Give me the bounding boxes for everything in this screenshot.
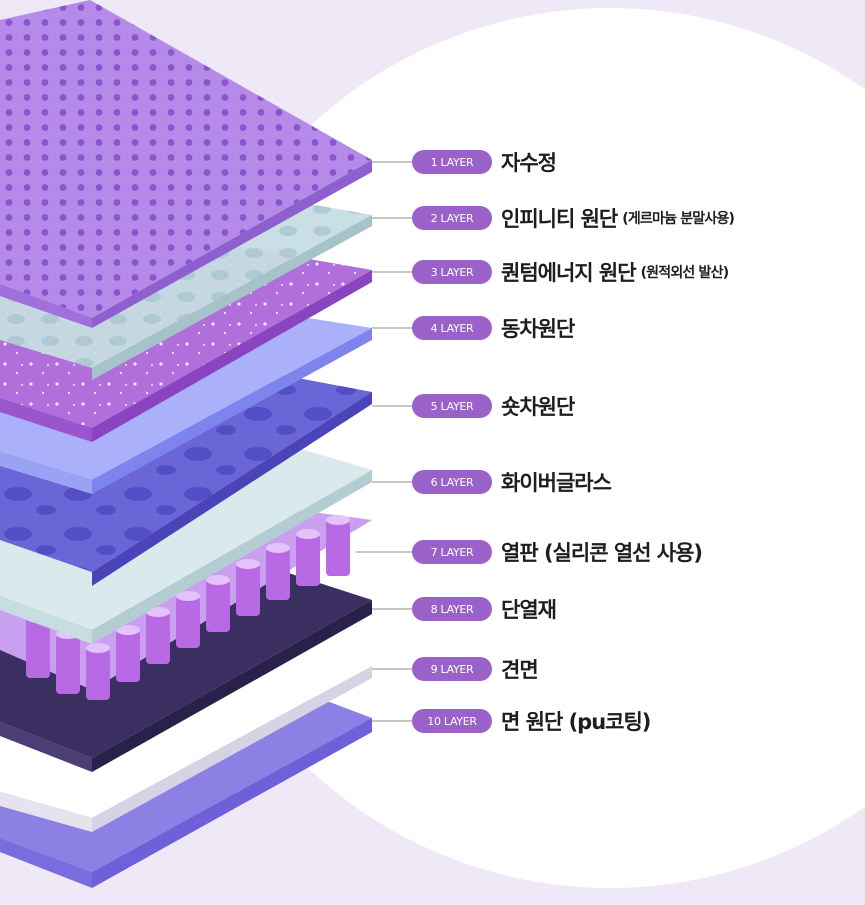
layer-name: 화이버글라스 bbox=[501, 471, 612, 495]
layer-badge: 9 LAYER bbox=[412, 657, 492, 681]
layer-1-sheet bbox=[0, 0, 372, 328]
layer-4-label: 4 LAYER 동차원단 bbox=[412, 316, 575, 341]
layer-name: 견면 bbox=[501, 658, 539, 682]
layer-badge: 6 LAYER bbox=[412, 470, 492, 494]
layer-badge: 2 LAYER bbox=[412, 206, 492, 230]
layer-10-label: 10 LAYER 면 원단 (pu코팅) bbox=[412, 709, 651, 734]
layer-7-label: 7 LAYER 열판 (실리콘 열선 사용) bbox=[412, 540, 703, 565]
layer-5-label: 5 LAYER 숏차원단 bbox=[412, 394, 575, 419]
layer-note: (원적외선 발산) bbox=[640, 265, 730, 281]
layer-8-label: 8 LAYER 단열재 bbox=[412, 597, 557, 622]
layer-name: 단열재 bbox=[501, 598, 557, 622]
layer-badge: 3 LAYER bbox=[412, 260, 492, 284]
layer-name: 열판 (실리콘 열선 사용) bbox=[501, 541, 703, 565]
layer-badge: 8 LAYER bbox=[412, 597, 492, 621]
layer-name: 퀀텀에너지 원단 bbox=[501, 261, 637, 285]
layer-name: 인피니티 원단 bbox=[501, 207, 618, 231]
layer-note: (게르마늄 분말사용) bbox=[622, 211, 735, 227]
layer-badge: 4 LAYER bbox=[412, 316, 492, 340]
layer-1-label: 1 LAYER 자수정 bbox=[412, 150, 557, 175]
layer-2-label: 2 LAYER 인피니티 원단 (게르마늄 분말사용) bbox=[412, 206, 735, 231]
layer-6-label: 6 LAYER 화이버글라스 bbox=[412, 470, 612, 495]
layer-badge: 1 LAYER bbox=[412, 150, 492, 174]
layer-name: 자수정 bbox=[501, 151, 557, 175]
layer-name: 면 원단 (pu코팅) bbox=[501, 710, 651, 734]
layer-name: 동차원단 bbox=[501, 317, 575, 341]
layer-name: 숏차원단 bbox=[501, 395, 575, 419]
layer-badge: 7 LAYER bbox=[412, 540, 492, 564]
layer-3-label: 3 LAYER 퀀텀에너지 원단 (원적외선 발산) bbox=[412, 260, 730, 285]
layer-badge: 10 LAYER bbox=[412, 709, 492, 733]
layer-badge: 5 LAYER bbox=[412, 394, 492, 418]
layer-9-label: 9 LAYER 견면 bbox=[412, 657, 539, 682]
connector-line bbox=[356, 161, 412, 722]
